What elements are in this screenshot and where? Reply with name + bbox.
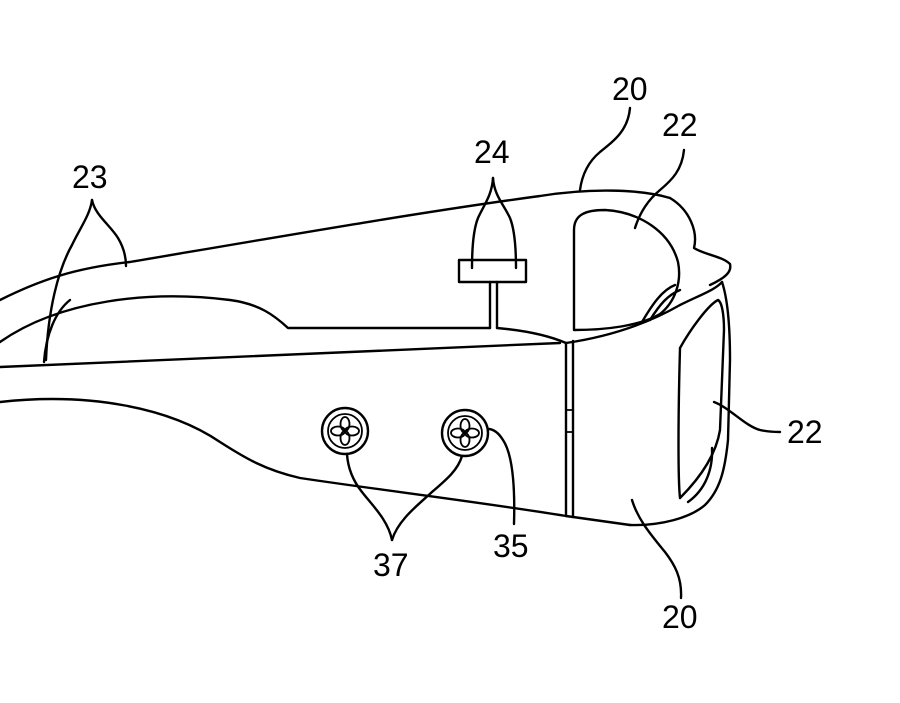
label-22-side: 22 [787, 414, 823, 450]
lens-top-outline [572, 208, 681, 332]
leader-22-side [712, 400, 782, 434]
label-20-bottom: 20 [662, 599, 698, 635]
leader-24-branch-left [470, 176, 495, 270]
fastener-left-cross-icon [330, 416, 360, 446]
label-22-top: 22 [662, 107, 698, 143]
strap [0, 189, 672, 518]
lens-top [572, 208, 682, 332]
leader-23-branch-left [44, 198, 94, 362]
fastener-right-inner [447, 415, 483, 451]
leader-37-branch-left [345, 452, 394, 542]
fastener-right [440, 408, 490, 458]
lens-side-outline [677, 298, 726, 500]
lens-top-inner-curve-2 [648, 288, 682, 322]
leader-22-top [633, 148, 686, 230]
fastener-right-outer [440, 408, 490, 458]
reference-numerals: 20 22 24 23 22 35 37 20 [72, 71, 823, 635]
leader-37-branch-right [390, 454, 464, 542]
strap-inner-curve [0, 295, 492, 344]
connector-tab [457, 258, 528, 284]
label-24: 24 [474, 134, 510, 170]
fastener-left-inner [327, 413, 363, 449]
frame-front-top [564, 280, 724, 345]
fastener-left-outer [320, 406, 370, 456]
strap-left-strip [42, 298, 72, 364]
frame-bottom [564, 514, 632, 527]
label-37: 37 [373, 547, 409, 583]
strap-lower-edge [0, 397, 568, 518]
lens-top-inner-curve [640, 283, 677, 324]
leader-35 [486, 427, 516, 526]
leader-23-branch-right [90, 198, 128, 268]
frame-top-outer [668, 196, 732, 287]
goggle-body [564, 196, 732, 527]
leader-lines [44, 106, 782, 600]
frame-right-edge [628, 280, 732, 527]
label-20-top: 20 [612, 71, 648, 107]
connector-channel [495, 326, 568, 345]
strap-top-edge [0, 189, 672, 302]
lens-side-rim [686, 446, 714, 504]
leader-24-branch-right [491, 176, 518, 270]
leader-20-bottom [630, 498, 683, 600]
strap-middle-seam [0, 341, 562, 369]
label-23: 23 [72, 159, 108, 195]
connector [457, 258, 568, 345]
fastener-right-cross-icon [450, 418, 480, 448]
label-35: 35 [493, 528, 529, 564]
leader-20-top [578, 106, 632, 192]
lens-side [677, 298, 726, 504]
fastener-left [320, 406, 370, 456]
